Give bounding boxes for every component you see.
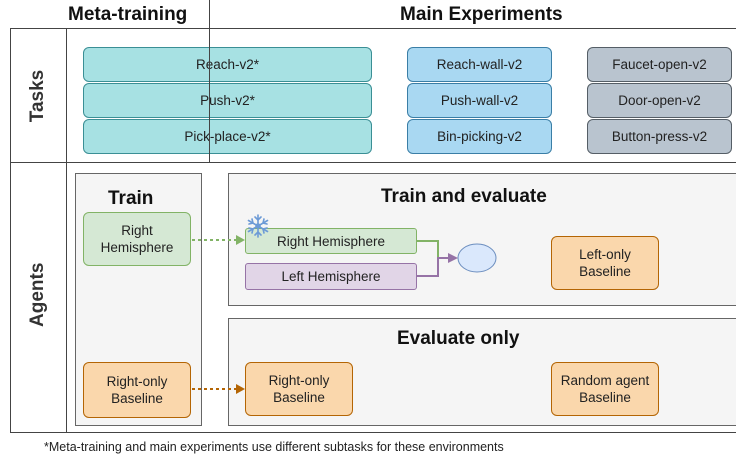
evaluate-only-title: Evaluate only <box>397 328 520 349</box>
task-push-wall-v2: Push-wall-v2 <box>407 83 552 118</box>
snowflake-icon <box>247 214 269 238</box>
random-agent-baseline-box: Random agent Baseline <box>551 362 659 416</box>
mid-border <box>10 162 736 163</box>
right-hemisphere-box: Right Hemisphere <box>245 228 417 254</box>
left-only-baseline-box: Left-only Baseline <box>551 236 659 290</box>
combined-output-node <box>457 243 497 273</box>
column-divider <box>209 0 210 29</box>
row-label-divider <box>66 28 67 433</box>
right-hemisphere-merge-line <box>417 240 448 259</box>
right-only-baseline-train-box: Right-only Baseline <box>83 362 191 418</box>
baseline-transfer-arrowhead <box>236 384 245 394</box>
bottom-border <box>10 432 736 433</box>
task-reach-wall-v2: Reach-wall-v2 <box>407 47 552 82</box>
footnote: *Meta-training and main experiments use … <box>44 440 504 454</box>
right-only-baseline-eval-box: Right-only Baseline <box>245 362 353 416</box>
train-title: Train <box>108 188 154 209</box>
left-hemisphere-box: Left Hemisphere <box>245 263 417 290</box>
task-bin-picking-v2: Bin-picking-v2 <box>407 119 552 154</box>
train-evaluate-title: Train and evaluate <box>381 186 547 207</box>
task-push-v2: Push-v2* <box>83 83 372 118</box>
task-door-open-v2: Door-open-v2 <box>587 83 732 118</box>
task-faucet-open-v2: Faucet-open-v2 <box>587 47 732 82</box>
top-border <box>10 28 736 29</box>
meta-training-header: Meta-training <box>68 4 188 25</box>
merge-arrowhead <box>448 253 458 263</box>
left-hemisphere-merge-line <box>417 257 448 277</box>
meta-main-divider <box>209 29 210 162</box>
task-pick-place-v2: Pick-place-v2* <box>83 119 372 154</box>
left-border <box>10 28 11 433</box>
right-hemisphere-train-box: Right Hemisphere <box>83 212 191 266</box>
task-button-press-v2: Button-press-v2 <box>587 119 732 154</box>
task-reach-v2: Reach-v2* <box>83 47 372 82</box>
main-experiments-header: Main Experiments <box>400 4 563 25</box>
freeze-transfer-arrowhead <box>236 235 245 245</box>
